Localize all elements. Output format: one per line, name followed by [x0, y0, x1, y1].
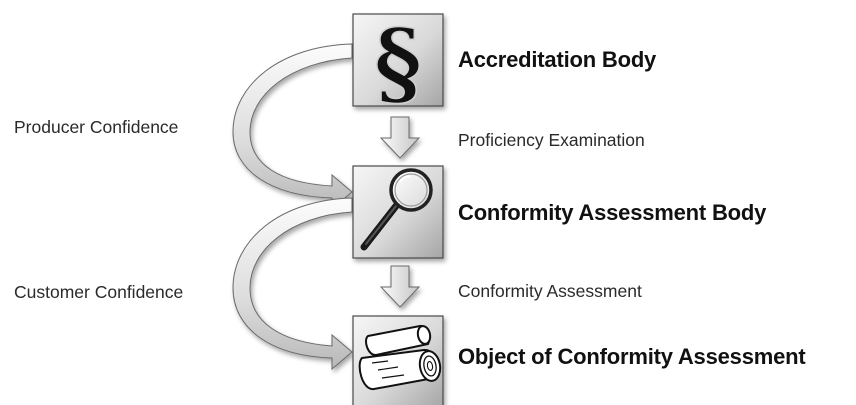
- paragraph-icon: §: [373, 8, 423, 118]
- producer-confidence-label: Producer Confidence: [14, 117, 179, 137]
- object-of-conformity-assessment-box: [352, 315, 444, 405]
- logs-icon: [358, 324, 442, 390]
- down-arrow-1: [379, 116, 421, 159]
- producer-confidence-curved-arrow: [232, 43, 353, 211]
- customer-confidence-curved-arrow: [232, 197, 353, 371]
- object-of-conformity-assessment-title: Object of Conformity Assessment: [458, 344, 806, 369]
- conformity-assessment-label: Conformity Assessment: [458, 281, 642, 301]
- magnifier-icon: [360, 168, 433, 251]
- customer-confidence-label: Customer Confidence: [14, 282, 184, 302]
- proficiency-examination-label: Proficiency Examination: [458, 130, 645, 150]
- conformity-assessment-body-title: Conformity Assessment Body: [458, 200, 767, 225]
- accreditation-body-title: Accreditation Body: [458, 47, 657, 72]
- conformity-assessment-body-box: [352, 165, 444, 259]
- accreditation-body-box: §: [352, 8, 444, 118]
- down-arrow-2: [379, 265, 421, 308]
- svg-text:§: §: [374, 9, 422, 117]
